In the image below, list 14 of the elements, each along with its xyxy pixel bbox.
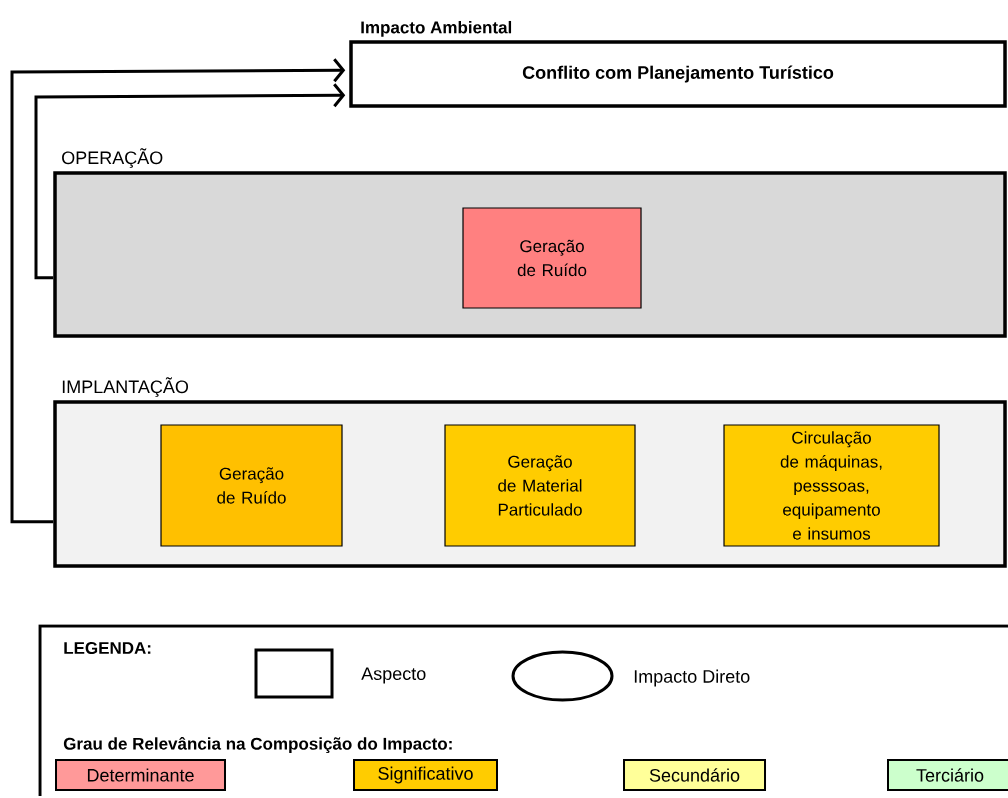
legend-heading: LEGENDA: <box>64 642 151 655</box>
aspect-box: Geração de Material Particulado <box>444 424 636 547</box>
box-heading: Impacto Ambiental <box>361 20 512 37</box>
aspect-box: Circulação de máquinas, pesssoas, equipamento e insumos <box>723 424 940 547</box>
legend-heading: Grau de Relevância na Composição do Impacto: <box>63 736 452 754</box>
arrow <box>34 83 346 280</box>
band-heading: IMPLANTAÇÃO <box>62 377 189 397</box>
band-heading: OPERAÇÃO <box>62 148 163 168</box>
impact-box: Conflito com Planejamento Turístico <box>349 40 1007 108</box>
aspect-box: Geração de Ruído <box>462 207 642 309</box>
legend-text: Aspecto <box>361 667 426 684</box>
arrow <box>10 58 346 524</box>
legend-text: Impacto Direto <box>634 669 750 687</box>
aspect-box: Geração de Ruído <box>160 424 343 547</box>
